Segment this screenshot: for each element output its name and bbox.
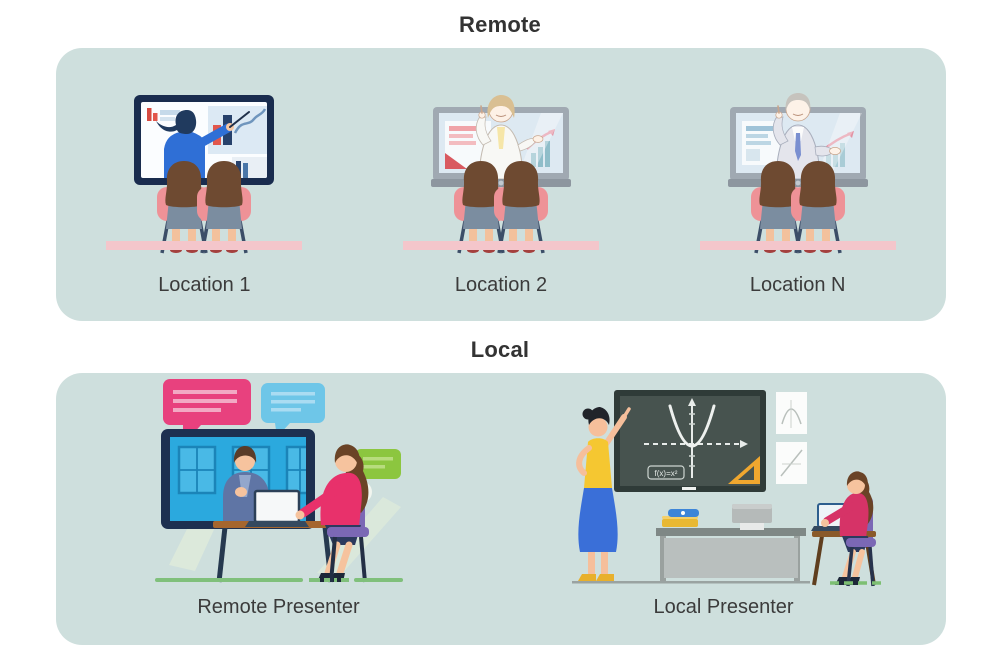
remote-presenter-illustration [154, 379, 403, 583]
location-1-illustration [106, 95, 303, 254]
board-formula: f(x)=x² [654, 469, 677, 478]
scene-location-n: Location N [649, 48, 946, 321]
location-n-illustration [699, 93, 896, 254]
floor-strip [699, 241, 896, 250]
books [661, 509, 699, 527]
local-attendee [295, 444, 369, 583]
chalkboard: f(x)=x² [613, 390, 766, 492]
wall-posters [775, 392, 807, 484]
laptop [244, 489, 309, 527]
location-1-caption: Location 1 [158, 274, 251, 296]
teacher-desk [655, 528, 806, 582]
speech-bubble-blue [260, 383, 325, 437]
floor-line-gray [571, 581, 810, 584]
scene-location-2: Location 2 [353, 48, 650, 321]
student [790, 161, 845, 254]
location-2-illustration [403, 95, 599, 254]
local-panel: Remote Presenter [56, 373, 946, 645]
location-n-students [750, 161, 845, 254]
teacher [575, 407, 631, 581]
remote-presenter-caption: Remote Presenter [197, 596, 360, 618]
remote-panel: Location 1 [56, 48, 946, 321]
location-n-caption: Location N [749, 274, 846, 296]
location-1-students [157, 161, 252, 254]
student [197, 161, 252, 254]
scene-remote-presenter: Remote Presenter [56, 373, 501, 645]
location-1-tv-screen [134, 95, 275, 185]
student [494, 161, 548, 254]
location-2-caption: Location 2 [454, 274, 548, 296]
student-at-desk [810, 471, 884, 587]
floor-strip [403, 241, 599, 250]
floor-strip [106, 241, 303, 250]
floor-line [154, 578, 403, 582]
local-section-title: Local [470, 337, 530, 362]
projector [731, 504, 772, 530]
local-presenter-illustration: f(x)=x² [571, 390, 884, 587]
local-presenter-caption: Local Presenter [653, 596, 794, 618]
location-2-students [454, 161, 548, 254]
remote-section-title: Remote [459, 12, 541, 37]
diagram-page: Remote [56, 12, 946, 645]
scene-local-presenter: f(x)=x² [501, 373, 946, 645]
scene-location-1: Location 1 [56, 48, 353, 321]
